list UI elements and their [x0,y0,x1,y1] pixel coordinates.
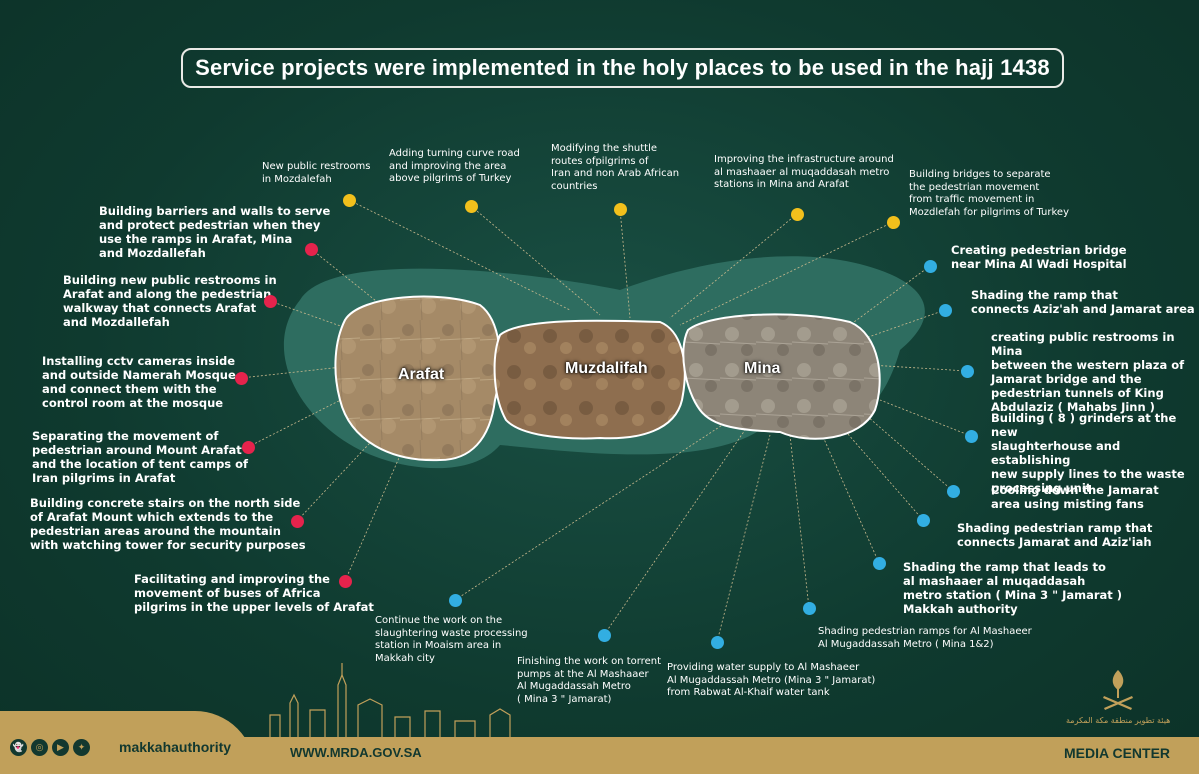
region-label-arafat: Arafat [398,366,445,383]
annotation-metro-ramp: Shading the ramp that leads to al mashaa… [903,560,1123,616]
annotation-pedestrian-separation: Separating the movement of pedestrian ar… [32,429,249,485]
marker-dot [711,636,724,649]
annotation-mina-pedestrian-bridge: Creating pedestrian bridge near Mina Al … [951,243,1127,271]
authority-logo-text: هيئة تطوير منطقة مكة المكرمة [1066,716,1171,725]
annotation-aziziah-ramp: Shading the ramp that connects Aziz'ah a… [971,288,1195,316]
annotation-mina-restrooms: creating public restrooms in Mina betwee… [991,330,1185,414]
marker-dot [598,629,611,642]
marker-dot [947,485,960,498]
marker-dot [449,594,462,607]
annotation-metro-shading-ramps: Shading pedestrian ramps for Al Mashaeer… [818,626,1032,650]
annotation-torrent-pumps: Finishing the work on torrent pumps at t… [517,656,661,705]
footer-media-center: MEDIA CENTER [1064,745,1171,761]
marker-dot [614,203,627,216]
annotation-water-supply: Providing water supply to Al Mashaeer Al… [667,662,876,698]
annotation-turning-curve: Adding turning curve road and improving … [389,148,520,184]
marker-dot [264,295,277,308]
instagram-icon[interactable]: ◎ [31,739,48,756]
region-mina [682,313,881,440]
annotation-metro-infrastructure: Improving the infrastructure around al m… [714,154,894,190]
annotation-grinders: Building ( 8 ) grinders at the new slaug… [991,411,1185,495]
marker-dot [873,557,886,570]
twitter-icon[interactable]: ✦ [73,739,90,756]
marker-dot [242,441,255,454]
marker-dot [343,194,356,207]
skyline-illustration [269,663,511,737]
marker-dot [791,208,804,221]
annotation-arafat-restrooms: Building new public restrooms in Arafat … [63,273,277,329]
region-label-muzdalifah: Muzdalifah [565,360,648,377]
marker-dot [339,575,352,588]
marker-dot [924,260,937,273]
marker-dot [291,515,304,528]
social-icons: 👻 ◎ ▶ ✦ [10,739,90,756]
marker-dot [961,365,974,378]
annotation-shuttle-routes: Modifying the shuttle routes ofpilgrims … [551,143,680,192]
marker-dot [465,200,478,213]
annotation-africa-buses: Facilitating and improving the movement … [134,572,374,614]
region-arafat [334,295,501,462]
annotation-jamarat-ramp: Shading pedestrian ramp that connects Ja… [957,521,1153,549]
marker-dot [305,243,318,256]
annotation-waste-station: Continue the work on the slaughtering wa… [375,615,528,664]
youtube-icon[interactable]: ▶ [52,739,69,756]
footer-website[interactable]: WWW.MRDA.GOV.SA [290,745,422,760]
marker-dot [917,514,930,527]
saudi-emblem-icon [1103,670,1133,710]
marker-dot [965,430,978,443]
snapchat-icon[interactable]: 👻 [10,739,27,756]
annotation-bridges-separation: Building bridges to separate the pedestr… [909,169,1069,218]
marker-dot [887,216,900,229]
region-label-mina: Mina [744,360,781,377]
marker-dot [939,304,952,317]
marker-dot [803,602,816,615]
region-muzdalifah [493,319,686,440]
annotation-mozdalefah-restrooms: New public restrooms in Mozdalefah [262,161,371,185]
footer-bar [0,737,1199,774]
annotation-concrete-stairs: Building concrete stairs on the north si… [30,496,306,552]
page-title: Service projects were implemented in the… [181,48,1064,88]
annotation-barriers-walls: Building barriers and walls to serve and… [99,204,331,260]
footer-handle[interactable]: makkahauthority [119,739,232,755]
marker-dot [235,372,248,385]
annotation-misting-fans: Cooling down the Jamarat area using mist… [991,483,1159,511]
annotation-cctv-cameras: Installing cctv cameras inside and outsi… [42,354,236,410]
